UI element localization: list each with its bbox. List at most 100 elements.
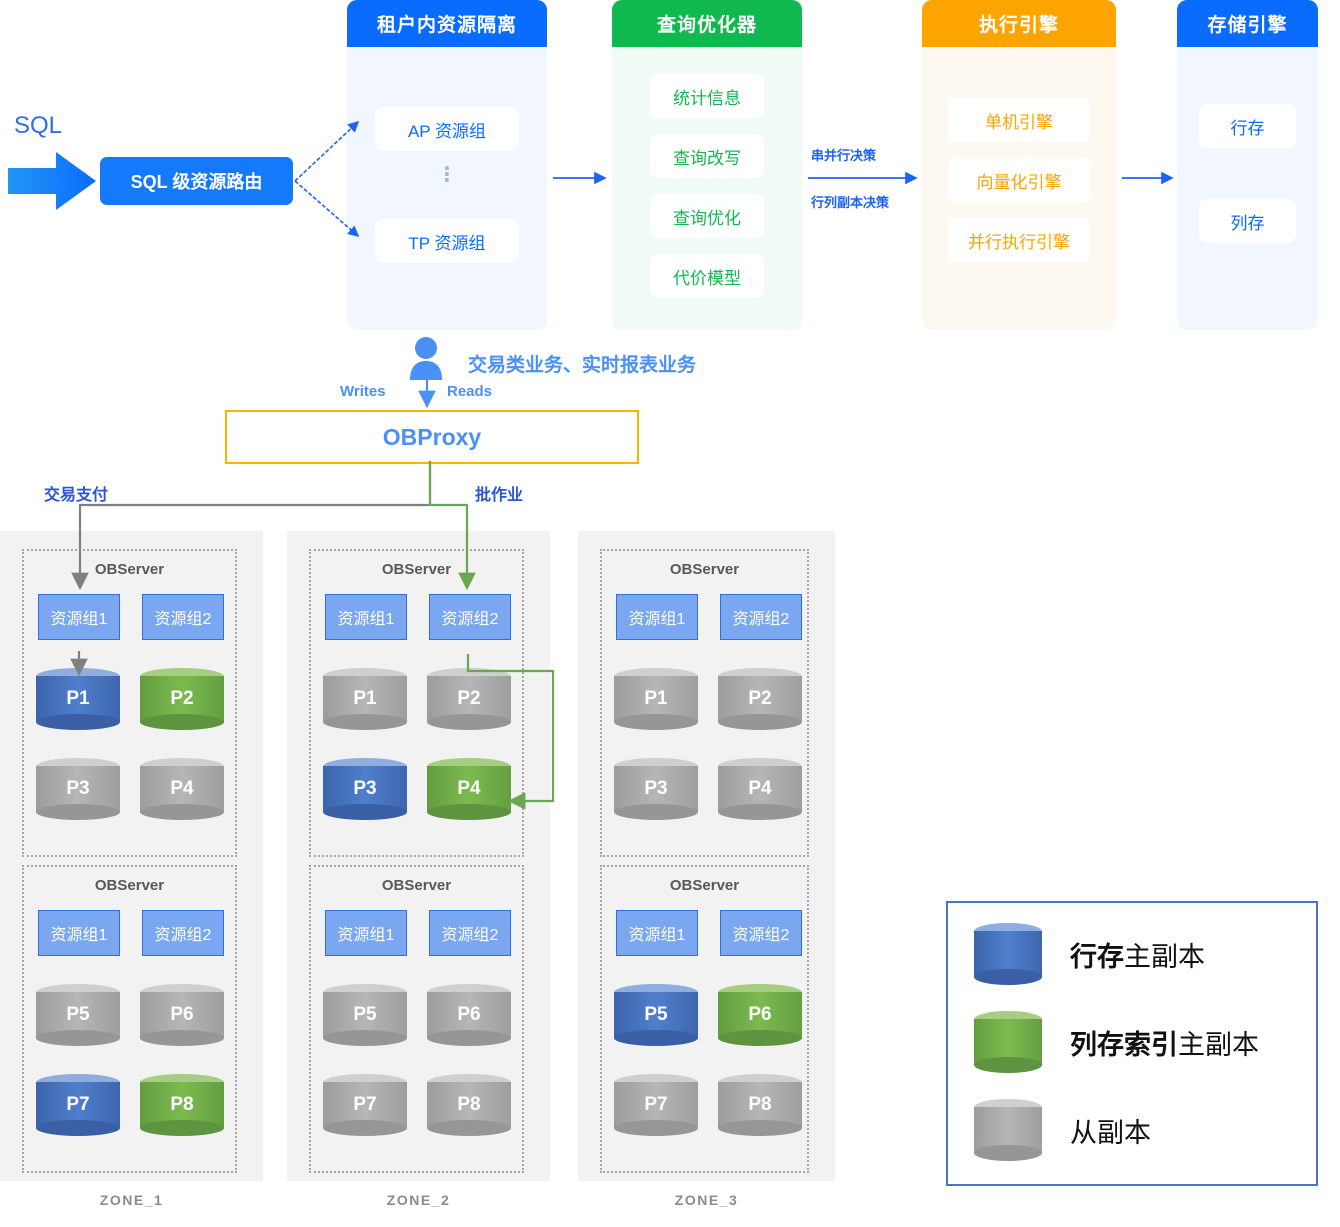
storage-engine-title: 存储引擎 [1177,0,1318,47]
partition-replica[interactable]: P2 [427,668,511,730]
partition-replica[interactable]: P3 [323,758,407,820]
partition-replica[interactable]: P2 [718,668,802,730]
query-optimizer-title: 查询优化器 [612,0,802,47]
partition-label: P6 [457,1004,481,1025]
legend-cylinder-gray [974,1099,1042,1161]
partition-replica[interactable]: P6 [140,984,224,1046]
resource-group-1[interactable]: 资源组1 [616,910,698,956]
partition-label: P7 [644,1094,668,1115]
partition-label: P8 [457,1094,481,1115]
storage-item-column[interactable]: 列存 [1199,199,1296,243]
resource-group-2[interactable]: 资源组2 [429,910,511,956]
observer-title: OBServer [669,877,740,894]
resource-group-1[interactable]: 资源组1 [616,594,698,640]
partition-replica[interactable]: P4 [140,758,224,820]
optimizer-item-rewrite[interactable]: 查询改写 [650,134,764,178]
partition-replica[interactable]: P8 [718,1074,802,1136]
exec-item-standalone[interactable]: 单机引擎 [948,98,1090,142]
partition-label: P4 [457,778,481,799]
resource-group-2[interactable]: 资源组2 [142,594,224,640]
cylinder-bottom [140,1030,224,1046]
storage-engine-column: 存储引擎 行存 列存 [1177,0,1318,330]
resource-group-1[interactable]: 资源组1 [38,910,120,956]
optimizer-item-statistics[interactable]: 统计信息 [650,74,764,118]
partition-replica[interactable]: P7 [36,1074,120,1136]
cylinder-bottom [974,1145,1042,1161]
partition-label: P7 [353,1094,377,1115]
partition-label: P1 [66,688,90,709]
exec-item-parallel[interactable]: 并行执行引擎 [948,218,1090,262]
exec-item-vectorized[interactable]: 向量化引擎 [948,158,1090,202]
resource-group-1[interactable]: 资源组1 [38,594,120,640]
arrow-label-parallel-decision: 串并行决策 [811,148,877,163]
partition-replica[interactable]: P1 [614,668,698,730]
observer-title: OBServer [94,561,165,578]
execution-engine-column: 执行引擎 单机引擎 向量化引擎 并行执行引擎 [922,0,1116,330]
partition-replica[interactable]: P8 [140,1074,224,1136]
partition-label: P2 [170,688,194,709]
partition-label: P1 [644,688,668,709]
zone-name-label: ZONE_1 [99,1192,164,1208]
partition-replica[interactable]: P1 [323,668,407,730]
storage-item-row[interactable]: 行存 [1199,104,1296,148]
resource-group-2[interactable]: 资源组2 [720,910,802,956]
optimizer-item-optimize[interactable]: 查询优化 [650,194,764,238]
reads-label: Reads [447,383,493,400]
legend-cylinder-blue [974,923,1042,985]
partition-label: P8 [748,1094,772,1115]
resource-group-2[interactable]: 资源组2 [142,910,224,956]
partition-replica[interactable]: P4 [718,758,802,820]
partition-label: P6 [748,1004,772,1025]
partition-replica[interactable]: P5 [36,984,120,1046]
partition-replica[interactable]: P6 [427,984,511,1046]
resource-group-2[interactable]: 资源组2 [429,594,511,640]
cylinder-bottom [140,714,224,730]
partition-replica[interactable]: P7 [323,1074,407,1136]
partition-replica[interactable]: P2 [140,668,224,730]
legend-row: 行存主副本 [974,923,1205,985]
ellipsis-indicator: ⋮ [437,164,457,186]
cylinder-bottom [974,1057,1042,1073]
partition-replica[interactable]: P1 [36,668,120,730]
partition-replica[interactable]: P3 [614,758,698,820]
partition-replica[interactable]: P7 [614,1074,698,1136]
partition-replica[interactable]: P5 [614,984,698,1046]
partition-label: P2 [457,688,481,709]
writes-label: Writes [340,383,386,400]
cylinder-bottom [323,714,407,730]
partition-replica[interactable]: P4 [427,758,511,820]
optimizer-item-cost-model[interactable]: 代价模型 [650,254,764,298]
resource-group-1[interactable]: 资源组1 [325,594,407,640]
observer-title: OBServer [381,877,452,894]
legend-label: 列存索引主副本 [1070,1029,1259,1060]
resource-group-2[interactable]: 资源组2 [720,594,802,640]
cylinder-bottom [427,1120,511,1136]
sql-resource-routing-box[interactable]: SQL 级资源路由 [100,157,293,205]
partition-replica[interactable]: P3 [36,758,120,820]
legend-label: 从副本 [1070,1117,1151,1148]
partition-label: P8 [170,1094,194,1115]
partition-replica[interactable]: P5 [323,984,407,1046]
partition-label: P4 [170,778,194,799]
tp-resource-group[interactable]: TP 资源组 [375,219,519,263]
ap-resource-group[interactable]: AP 资源组 [375,107,519,151]
zone-name-label: ZONE_2 [386,1192,451,1208]
partition-label: P7 [66,1094,90,1115]
obproxy-box[interactable]: OBProxy [225,410,639,464]
legend-box: 行存主副本列存索引主副本从副本 [946,901,1318,1186]
cylinder-bottom [614,804,698,820]
partition-label: P3 [66,778,90,799]
cylinder-bottom [614,1120,698,1136]
partition-replica[interactable]: P8 [427,1074,511,1136]
partition-label: P5 [353,1004,377,1025]
cylinder-bottom [140,804,224,820]
partition-replica[interactable]: P6 [718,984,802,1046]
cylinder-bottom [718,1030,802,1046]
resource-group-1[interactable]: 资源组1 [325,910,407,956]
cylinder-bottom [36,714,120,730]
